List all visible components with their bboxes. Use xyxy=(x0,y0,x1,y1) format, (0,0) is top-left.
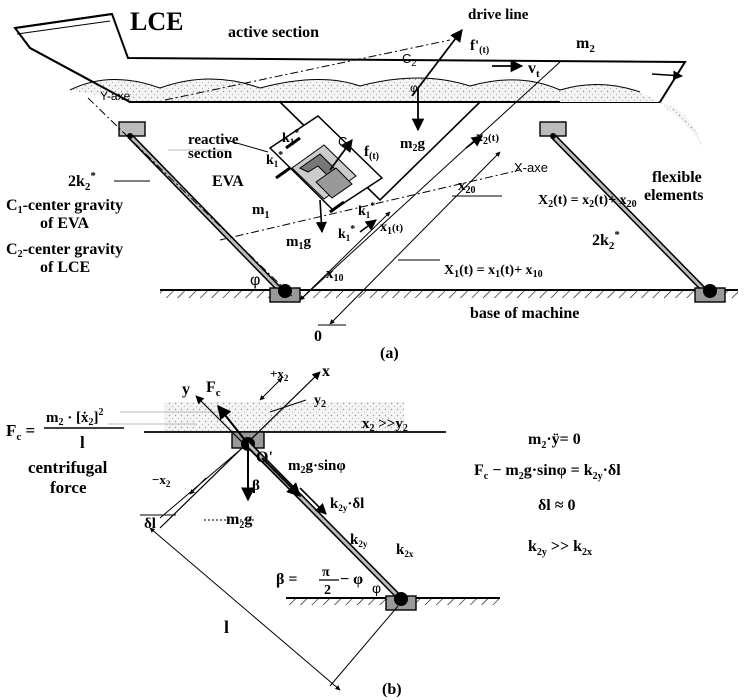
panel-b: Fc = m2 · [ẋ2]2 l centrifugal force y Fc… xyxy=(6,363,621,698)
m2g-sin-label: m2g·sinφ xyxy=(288,458,346,476)
k1-label-right: k1* xyxy=(358,201,375,220)
lce-trough xyxy=(13,12,705,150)
c1-center-label-2: of EVA xyxy=(40,215,89,232)
x10-label: x10 xyxy=(326,266,344,284)
k1-label-top: k1* xyxy=(282,128,299,147)
lce-label: LCE xyxy=(130,7,183,36)
plus-x2-label: +x2 xyxy=(270,366,289,383)
reactive-section-label-1: reactive xyxy=(188,132,239,148)
x1t-label: x1(t) xyxy=(380,220,403,237)
equation-2: Fc − m2g·sinφ = k2y·δl xyxy=(474,462,621,482)
two-k2-left-label: 2k2* xyxy=(68,170,96,193)
beta-equation-left: β = xyxy=(276,571,298,588)
m1g-label: m1g xyxy=(286,234,312,252)
delta-l-label: δl xyxy=(144,516,156,532)
equation-3: δl ≈ 0 xyxy=(538,497,576,514)
eva-label: EVA xyxy=(212,173,244,190)
fc-label: Fc xyxy=(206,379,221,399)
fc-left-label: Fc = xyxy=(6,421,35,443)
o-prime-label: O' xyxy=(256,449,273,466)
m2g-label: m2g xyxy=(400,136,426,154)
fc-arrow xyxy=(217,404,249,445)
k2y-dl-label: k2y·δl xyxy=(330,496,364,513)
equation-4: k2y >> k2x xyxy=(528,538,592,558)
drive-line-label: drive line xyxy=(468,7,529,23)
y2-label: y2 xyxy=(314,393,326,410)
X1-equation-label: X1(t) = x1(t)+ x10 xyxy=(444,263,543,280)
beta-equation-right: − φ xyxy=(340,571,363,588)
k1-label-bottom: k1* xyxy=(338,224,355,243)
base-of-machine-label: base of machine xyxy=(470,305,579,322)
length-l-dimension xyxy=(149,527,341,691)
c1-center-label-1: C1-center gravity xyxy=(6,197,123,216)
phi-left-label: φ xyxy=(250,272,260,289)
y-axis-line xyxy=(87,97,293,297)
c2-center-label-2: of LCE xyxy=(40,259,90,276)
m1-label: m1 xyxy=(252,202,270,221)
phi-label-b: φ xyxy=(372,580,381,596)
vt-label: vt xyxy=(528,60,540,80)
panel-a-caption: (a) xyxy=(380,345,399,362)
fc-numerator: m2 · [ẋ2]2 xyxy=(46,407,104,428)
centrifugal-label-2: force xyxy=(50,478,87,497)
flexible-element-left xyxy=(127,133,285,295)
x2t-label: x2(t) xyxy=(476,130,499,147)
minus-x2-label: −x2 xyxy=(152,472,171,489)
m2g-label-b: m2g xyxy=(226,511,252,531)
m2-label: m2 xyxy=(576,35,595,55)
beta-label: β xyxy=(252,478,260,494)
flexible-element-right xyxy=(550,133,709,295)
f-t-label: f(t) xyxy=(364,144,379,162)
active-section-label: active section xyxy=(228,24,319,41)
panel-a: LCE drive line active section m2 vt f'(t… xyxy=(6,7,738,362)
length-l-label: l xyxy=(224,617,229,637)
zero-label: 0 xyxy=(314,328,322,345)
f-prime-arrow xyxy=(411,28,463,97)
x-axe-label: X-axe xyxy=(514,160,548,175)
y-axis-label: y xyxy=(182,381,190,398)
two-k2-right-label: 2k2* xyxy=(592,229,620,252)
c2-label: C2 xyxy=(402,51,416,68)
phi-top-label: φ xyxy=(410,81,418,95)
beta-equation-pi: π xyxy=(322,565,330,580)
f-prime-label: f'(t) xyxy=(470,38,489,56)
x-axis-label: x xyxy=(322,363,330,380)
c2-center-label-1: C2-center gravity xyxy=(6,241,123,260)
m1g-arrow xyxy=(315,199,327,234)
x20-label: x20 xyxy=(458,178,476,196)
centrifugal-label-1: centrifugal xyxy=(28,458,108,477)
fc-denominator: l xyxy=(80,433,85,452)
k2x-label: k2x xyxy=(396,542,414,559)
flexible-elements-label-2: elements xyxy=(644,187,704,204)
c1-label: C1 xyxy=(338,134,352,151)
beta-equation-two: 2 xyxy=(324,583,331,598)
k1-label-left: k1* xyxy=(266,150,283,169)
flexible-elements-label-1: flexible xyxy=(652,169,702,186)
X2-equation-label: X2(t) = x2(t)+ x20 xyxy=(538,193,637,210)
k2y-label: k2y xyxy=(350,532,368,549)
m2g-sin-arrow xyxy=(261,457,301,497)
panel-b-caption: (b) xyxy=(382,681,402,698)
reactive-section-label-2: section xyxy=(188,146,233,162)
y-axe-label: Y-axe xyxy=(100,89,131,103)
x2-gg-y2-label: x2 >>y2 xyxy=(362,416,408,434)
equation-1: m2·ÿ= 0 xyxy=(528,431,581,451)
